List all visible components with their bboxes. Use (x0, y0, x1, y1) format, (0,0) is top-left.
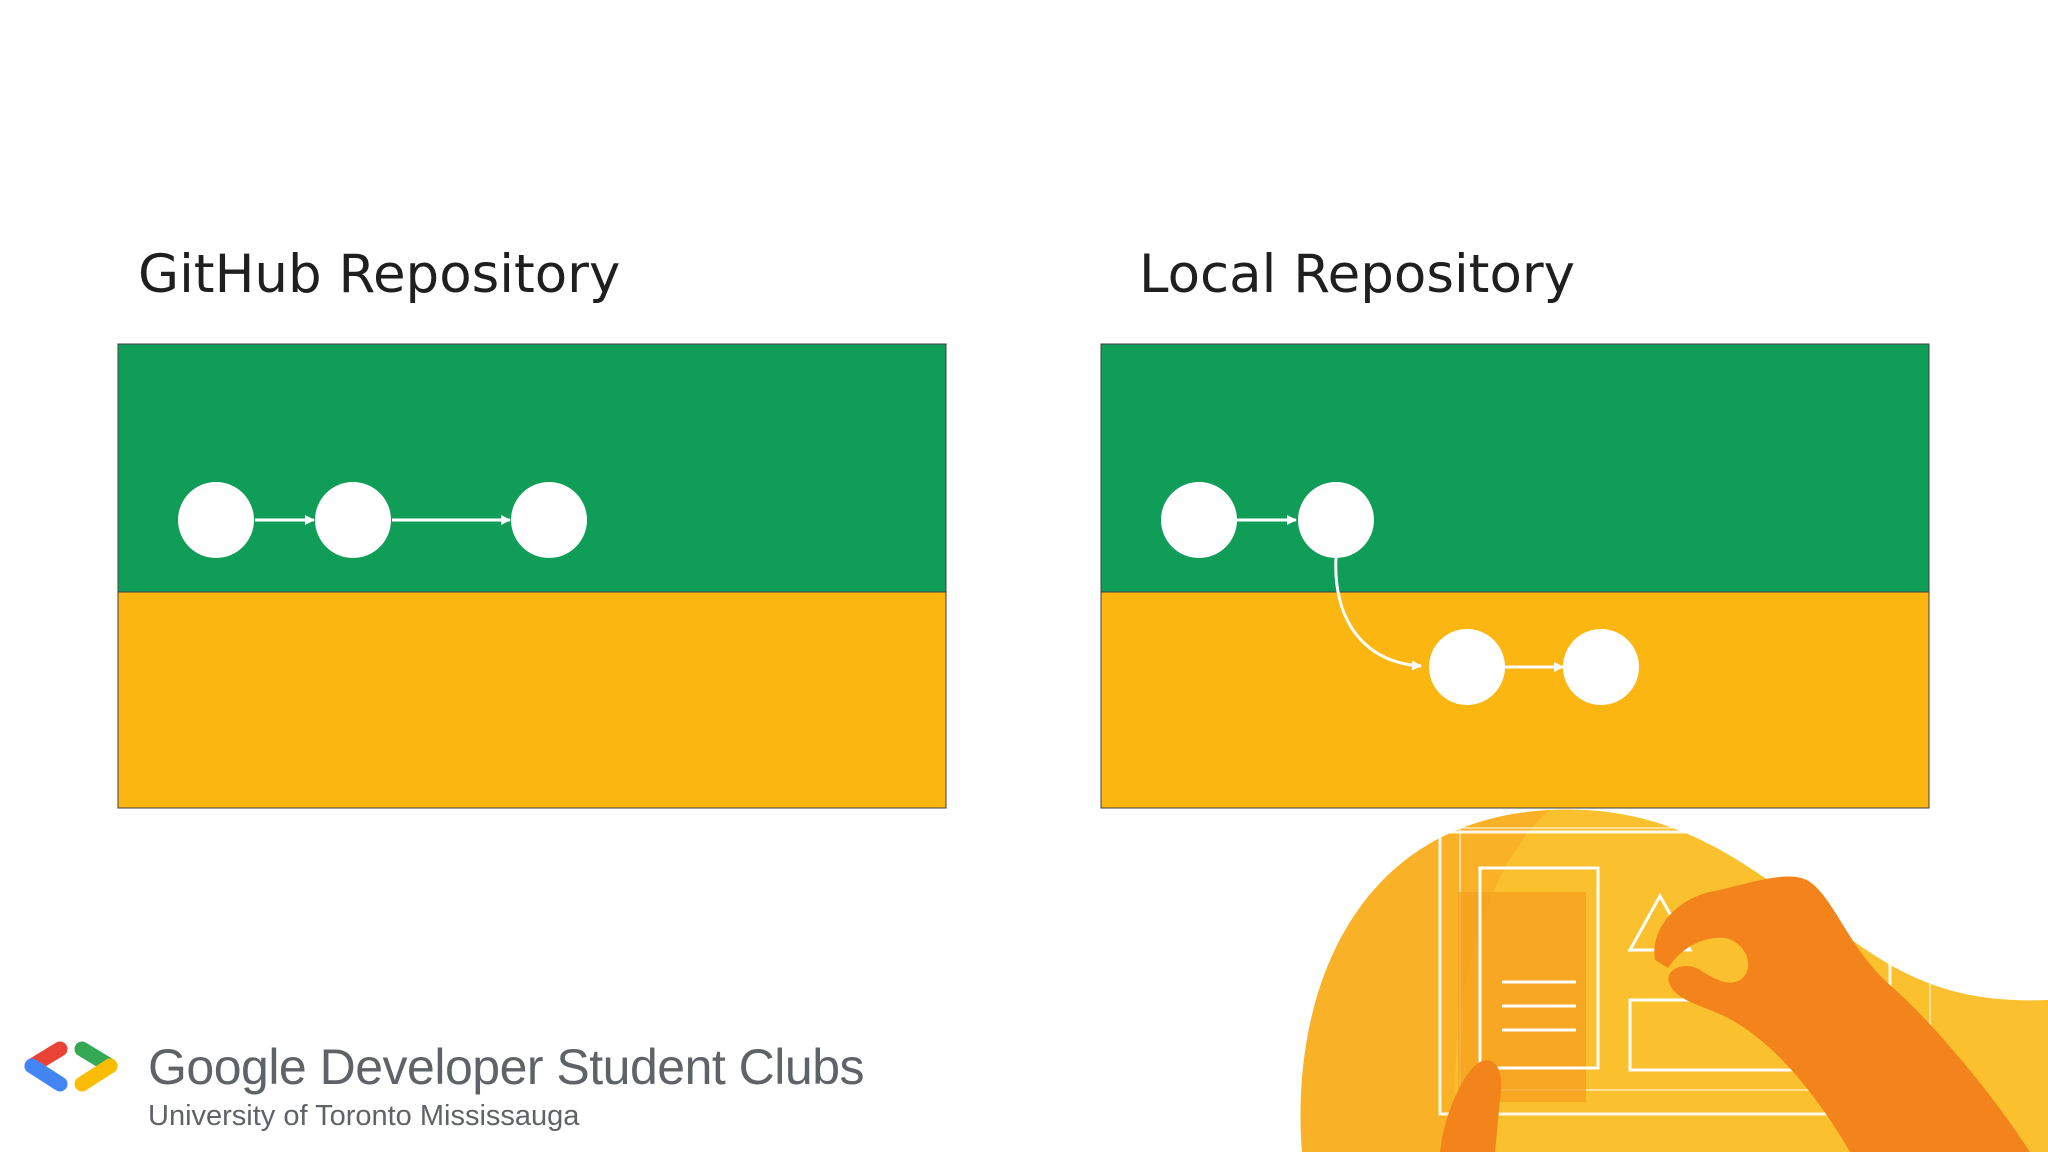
main-branch-lane (117, 343, 947, 593)
branch-arrow (1334, 557, 1422, 671)
hand-illustration (1300, 809, 2048, 1152)
feature-branch-lane (1100, 591, 1930, 809)
commit-node (1563, 629, 1639, 705)
hand-shape-left (1440, 1060, 1502, 1152)
local-repository-diagram (1100, 343, 1930, 809)
commit-node (1429, 629, 1505, 705)
github-repository-diagram (117, 343, 947, 809)
hand-shape (1654, 876, 2030, 1152)
gdsc-logo-icon (24, 1041, 118, 1092)
commit-node (511, 482, 587, 558)
feature-branch-lane (117, 591, 947, 809)
github-repository-title: GitHub Repository (138, 244, 621, 305)
card-frame (1438, 830, 1892, 1116)
brand-name: Google Developer Student Clubs (148, 1039, 865, 1095)
doc-outline (1478, 866, 1600, 1070)
local-repository-title: Local Repository (1139, 244, 1576, 305)
main-branch-lane (1100, 343, 1930, 593)
commit-node (178, 482, 254, 558)
commit-node (315, 482, 391, 558)
brand-chapter: University of Toronto Mississauga (148, 1100, 580, 1132)
commit-node (1161, 482, 1237, 558)
commit-node (1298, 482, 1374, 558)
